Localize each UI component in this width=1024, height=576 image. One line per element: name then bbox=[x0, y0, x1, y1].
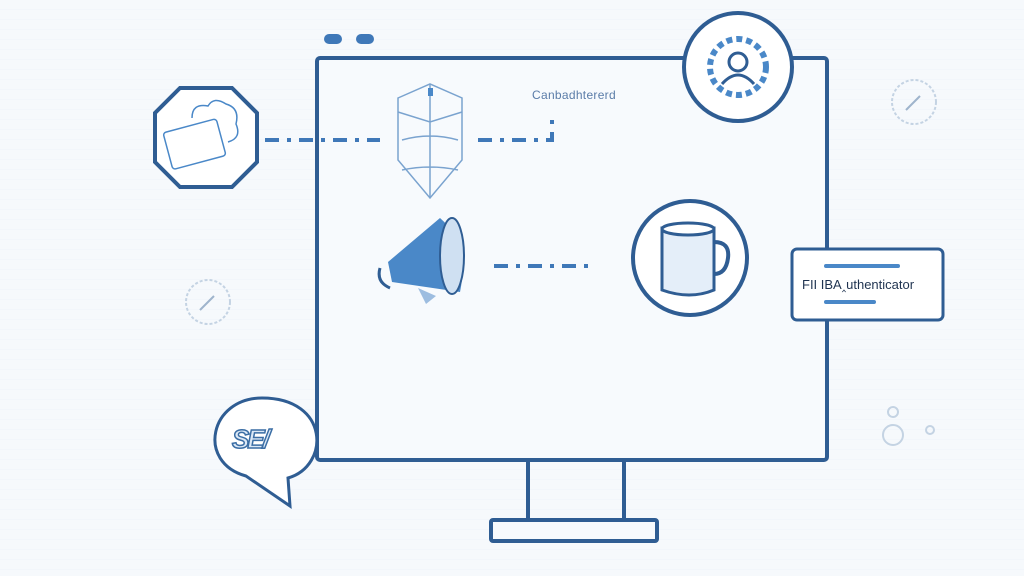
screen-caption: Canbadhtererd bbox=[532, 88, 616, 102]
user-gear-icon bbox=[682, 11, 794, 123]
auth-card bbox=[790, 247, 945, 322]
speech-bubble-icon bbox=[213, 396, 319, 509]
megaphone-icon bbox=[377, 217, 465, 304]
connector-line bbox=[478, 120, 554, 142]
speech-bubble-text: SE/ bbox=[231, 423, 270, 455]
credit-card-cloud-icon bbox=[153, 86, 259, 189]
auth-card-label: FII IBA‸uthenticator bbox=[802, 277, 915, 292]
shield-icon bbox=[397, 83, 463, 200]
indicator-dot bbox=[356, 34, 374, 44]
indicator-dot bbox=[324, 34, 342, 44]
decorative-badge bbox=[185, 79, 937, 446]
monitor bbox=[315, 56, 829, 543]
mug-icon bbox=[631, 199, 749, 317]
